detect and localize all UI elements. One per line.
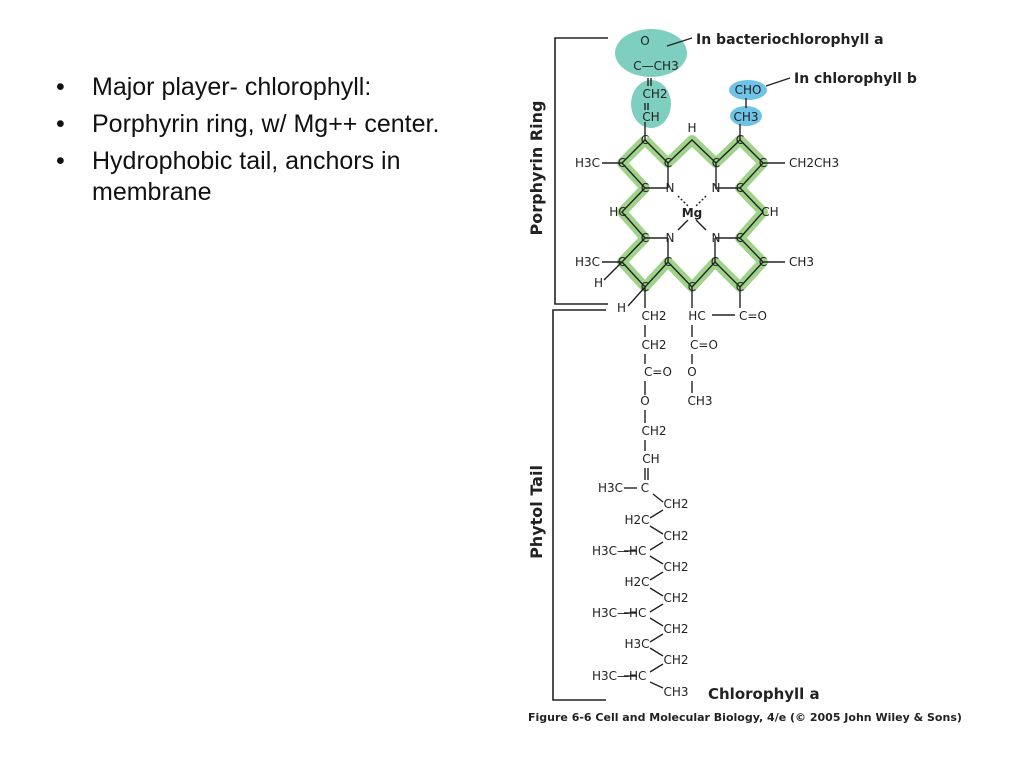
ring-n: N (666, 231, 675, 245)
ring-n: N (712, 181, 721, 195)
mg-center: Mg (682, 206, 703, 220)
tail-h3c-hc: H3C—HC (592, 669, 646, 683)
ring-c: C (641, 133, 649, 147)
ring-c: C (641, 181, 649, 195)
ring-c: C (711, 255, 719, 269)
bullet-list: • Major player- chlorophyll: • Porphyrin r… (52, 72, 472, 214)
atom-h-top: H (687, 121, 696, 135)
tail-h3c-hc: H3C—HC (592, 606, 646, 620)
group-cho: CHO (735, 83, 762, 97)
group-ch3-top: CH3 (733, 110, 758, 124)
group-vinyl-ch2: CH2 (642, 87, 667, 101)
phytol-tail-label: Phytol Tail (527, 465, 546, 559)
ring-c: C (641, 280, 649, 294)
group-ester-co: C=O (690, 338, 718, 352)
ring-n: N (666, 181, 675, 195)
cho-highlight (729, 80, 767, 100)
callout-bacteriochlorophyll: In bacteriochlorophyll a (696, 32, 884, 48)
tail-h2c: H2C (624, 513, 649, 527)
ring-c: C (712, 156, 720, 170)
ring-ch: CH (761, 205, 778, 219)
tail-ch3: CH3 (663, 685, 688, 699)
group-ch3-right: CH3 (789, 255, 814, 269)
ring-hc: HC (609, 205, 626, 219)
group-h3c-left-lower: H3C (575, 255, 600, 269)
bullet-dot: • (56, 147, 65, 175)
tail-ch2: CH2 (641, 338, 666, 352)
bullet-text: Porphyrin ring, w/ Mg++ center. (92, 110, 440, 138)
ring-c: C (759, 156, 767, 170)
bullet-dot: • (56, 110, 65, 138)
tail-c: C (641, 481, 649, 495)
atom-h-lower: H (594, 276, 603, 290)
tail-ch2: CH2 (663, 497, 688, 511)
ring-c: C (759, 255, 767, 269)
ring-c: C (688, 280, 696, 294)
bullet-text: Hydrophobic tail, anchors in membrane (92, 147, 401, 206)
tail-h2c: H2C (624, 575, 649, 589)
tail-ch2: CH2 (641, 309, 666, 323)
bullet-text: Major player- chlorophyll: (92, 73, 372, 101)
group-h3c-left: H3C (575, 156, 600, 170)
ring-c: C (664, 156, 672, 170)
bullet-item-2: • Porphyrin ring, w/ Mg++ center. (52, 109, 472, 140)
ring-c: C (736, 181, 744, 195)
atom-o-top: O (640, 34, 649, 48)
tail-h3c-hc: H3C—HC (592, 544, 646, 558)
group-ester-ch3: CH3 (687, 394, 712, 408)
group-vinyl-ch: CH (642, 110, 659, 124)
vinyl-highlight (631, 80, 671, 128)
brackets (552, 37, 608, 701)
bacterio-highlight (615, 29, 687, 77)
ring-c: C (736, 231, 744, 245)
ring-n: N (712, 231, 721, 245)
ring-c: C (641, 231, 649, 245)
group-hc-bottom: HC (688, 309, 705, 323)
ring-c: C (618, 156, 626, 170)
tail-ch2: CH2 (663, 560, 688, 574)
bullet-item-3: • Hydrophobic tail, anchors in membrane (52, 146, 472, 208)
tail-ch2: CH2 (641, 424, 666, 438)
molecule-name: Chlorophyll a (708, 685, 820, 703)
tail-ch2: CH2 (663, 529, 688, 543)
group-ester-o: O (687, 365, 696, 379)
callout-chlorophyll-b: In chlorophyll b (794, 71, 917, 87)
ring-c: C (736, 133, 744, 147)
ring-c: C (664, 255, 672, 269)
bullet-dot: • (56, 73, 65, 101)
ring-bonds (602, 37, 791, 308)
ch3-highlight (730, 106, 762, 126)
tail-bonds (624, 314, 735, 689)
group-keto: C=O (739, 309, 767, 323)
bullet-item-1: • Major player- chlorophyll: (52, 72, 472, 103)
group-c-ch3: C—CH3 (633, 59, 678, 73)
tail-ch2: CH2 (663, 653, 688, 667)
tail-h3c: H3C (598, 481, 623, 495)
figure-caption: Figure 6-6 Cell and Molecular Biology, 4… (528, 711, 962, 724)
porphyrin-ring-label: Porphyrin Ring (527, 101, 546, 236)
tail-c-eq-o: C=O (644, 365, 672, 379)
tail-ch: CH (642, 452, 659, 466)
tail-h3c: H3C (624, 637, 649, 651)
atom-h-bottom: H (617, 301, 626, 315)
tail-ch2: CH2 (663, 622, 688, 636)
tail-ch2: CH2 (663, 591, 688, 605)
ring-c: C (736, 280, 744, 294)
tail-o: O (640, 394, 649, 408)
group-ethyl: CH2CH3 (789, 156, 839, 170)
ring-c: C (618, 255, 626, 269)
